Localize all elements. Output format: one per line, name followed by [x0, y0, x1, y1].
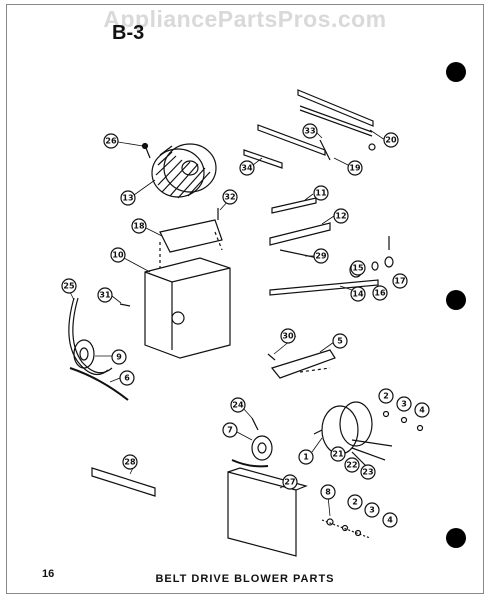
callout-15: 15: [352, 264, 364, 273]
section-code: B-3: [112, 22, 145, 44]
motor-pulley-7: [231, 435, 273, 468]
callout-18: 18: [133, 222, 145, 231]
screw-24: [251, 417, 259, 431]
callout-23: 23: [362, 468, 373, 477]
callout-2-lower: 2: [352, 498, 358, 507]
blower-housing-10: [144, 257, 231, 359]
motor-bracket-5: [270, 349, 336, 379]
callout-2-upper: 2: [383, 392, 389, 401]
shaft-14: [269, 279, 379, 296]
callout-31: 31: [99, 291, 111, 300]
callout-32: 32: [224, 193, 235, 202]
callout-10: 10: [112, 251, 124, 260]
watermark: AppliancePartsPros.com: [103, 6, 387, 32]
bracket-20: [297, 89, 374, 137]
callout-circles: [61, 123, 430, 528]
strip-11: [271, 197, 317, 214]
callout-numbers: 26 13 34 33 20 19 18 32 11 12 29 10 15 1…: [63, 127, 425, 525]
callout-7: 7: [227, 426, 233, 435]
callout-24: 24: [232, 401, 244, 410]
binder-hole-middle: [446, 290, 466, 310]
motor-hardware-2-3-4: [382, 410, 424, 432]
belt-25: [68, 297, 113, 376]
filter-28: [91, 467, 156, 497]
rod-29: [279, 249, 319, 259]
callout-20: 20: [385, 136, 397, 145]
callout-19: 19: [349, 164, 361, 173]
callout-22: 22: [346, 461, 357, 470]
callout-3-lower: 3: [369, 506, 375, 515]
access-panel-27: [227, 467, 308, 557]
callout-6: 6: [124, 374, 130, 383]
callout-28: 28: [124, 458, 136, 467]
callout-21: 21: [332, 450, 344, 459]
nut-17: [384, 236, 394, 268]
blower-wheel-part: [151, 143, 217, 199]
collar-16: [371, 261, 379, 271]
callout-29: 29: [315, 252, 327, 261]
callout-12: 12: [335, 212, 346, 221]
blower-pulley-9: [73, 339, 95, 369]
callout-3-upper: 3: [401, 400, 407, 409]
fastener-19: [319, 139, 376, 161]
callout-25: 25: [63, 282, 75, 291]
screw-30: [267, 353, 276, 361]
screw-26: [141, 142, 151, 159]
diagram-caption: BELT DRIVE BLOWER PARTS: [155, 573, 335, 585]
binder-hole-bottom: [446, 528, 466, 548]
callout-14: 14: [352, 290, 364, 299]
panel-18: [159, 219, 223, 268]
callout-4-upper: 4: [419, 406, 425, 415]
page-number: 16: [42, 568, 55, 580]
callout-13: 13: [122, 194, 133, 203]
bracket-33: [257, 124, 326, 156]
callout-8: 8: [325, 488, 331, 497]
callout-26: 26: [105, 137, 117, 146]
callout-1: 1: [303, 453, 309, 462]
callout-16: 16: [374, 289, 386, 298]
callout-33: 33: [304, 127, 315, 136]
callout-11: 11: [315, 189, 327, 198]
page-border: [6, 4, 484, 594]
belt-6: [69, 367, 129, 401]
strip-12: [269, 222, 331, 246]
bolt-assembly-8: [321, 518, 371, 539]
binder-hole-top: [446, 62, 466, 82]
callout-4-lower: 4: [387, 516, 393, 525]
callout-5: 5: [337, 337, 343, 346]
callout-27: 27: [284, 478, 295, 487]
callout-17: 17: [394, 277, 405, 286]
callout-30: 30: [282, 332, 294, 341]
callout-9: 9: [116, 353, 122, 362]
screw-31: [119, 303, 131, 307]
plate-34: [243, 149, 283, 169]
callout-34: 34: [241, 164, 253, 173]
